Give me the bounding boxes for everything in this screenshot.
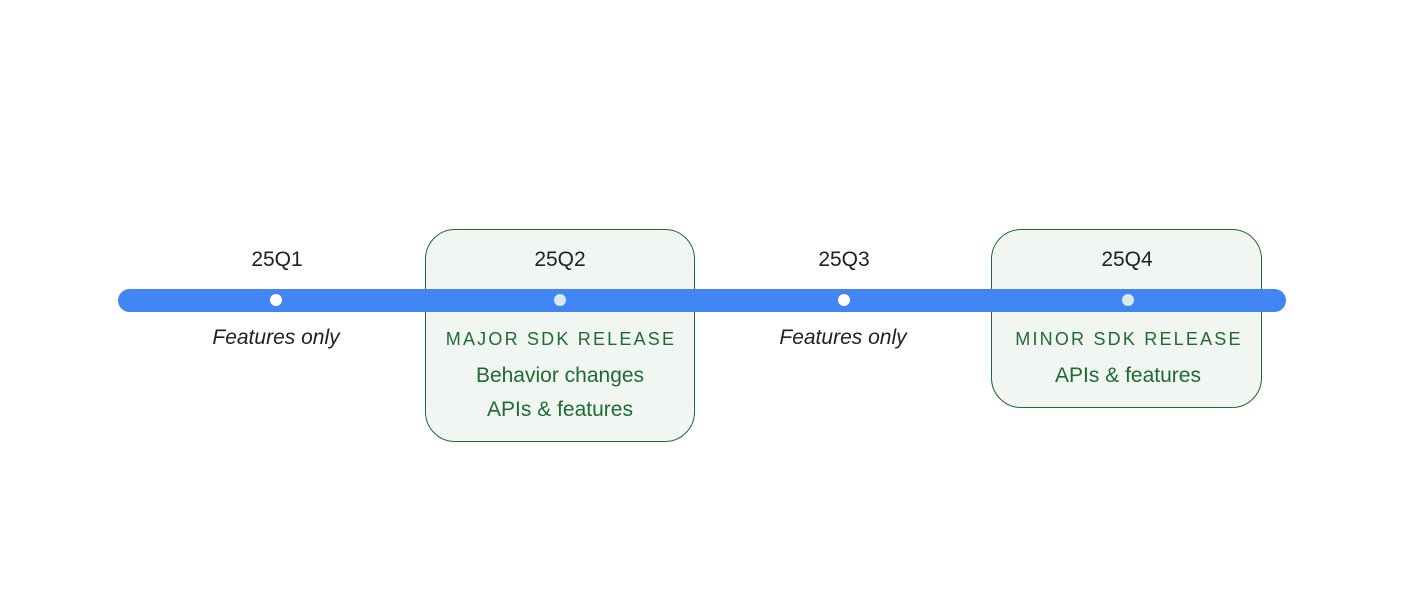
major-release-line-behavior: Behavior changes bbox=[475, 364, 645, 387]
features-only-note-25q1: Features only bbox=[212, 326, 340, 349]
minor-release-title: MINOR SDK RELEASE bbox=[1015, 329, 1243, 349]
features-only-note-25q3: Features only bbox=[779, 326, 907, 349]
minor-release-line-apis: APIs & features bbox=[1055, 364, 1201, 387]
timeline-dot-25q1 bbox=[270, 294, 282, 306]
minor-release-box bbox=[991, 229, 1262, 408]
quarter-label-25q3: 25Q3 bbox=[818, 248, 870, 271]
quarter-label-25q2: 25Q2 bbox=[534, 248, 586, 271]
quarter-label-25q1: 25Q1 bbox=[251, 248, 303, 271]
major-release-title: MAJOR SDK RELEASE bbox=[445, 329, 677, 349]
quarter-label-25q4: 25Q4 bbox=[1101, 248, 1153, 271]
timeline-bar bbox=[118, 289, 1286, 312]
timeline-dot-25q2 bbox=[554, 294, 566, 306]
major-release-line-apis: APIs & features bbox=[487, 398, 633, 421]
major-release-box bbox=[425, 229, 695, 442]
timeline-dot-25q3 bbox=[838, 294, 850, 306]
timeline-dot-25q4 bbox=[1122, 294, 1134, 306]
